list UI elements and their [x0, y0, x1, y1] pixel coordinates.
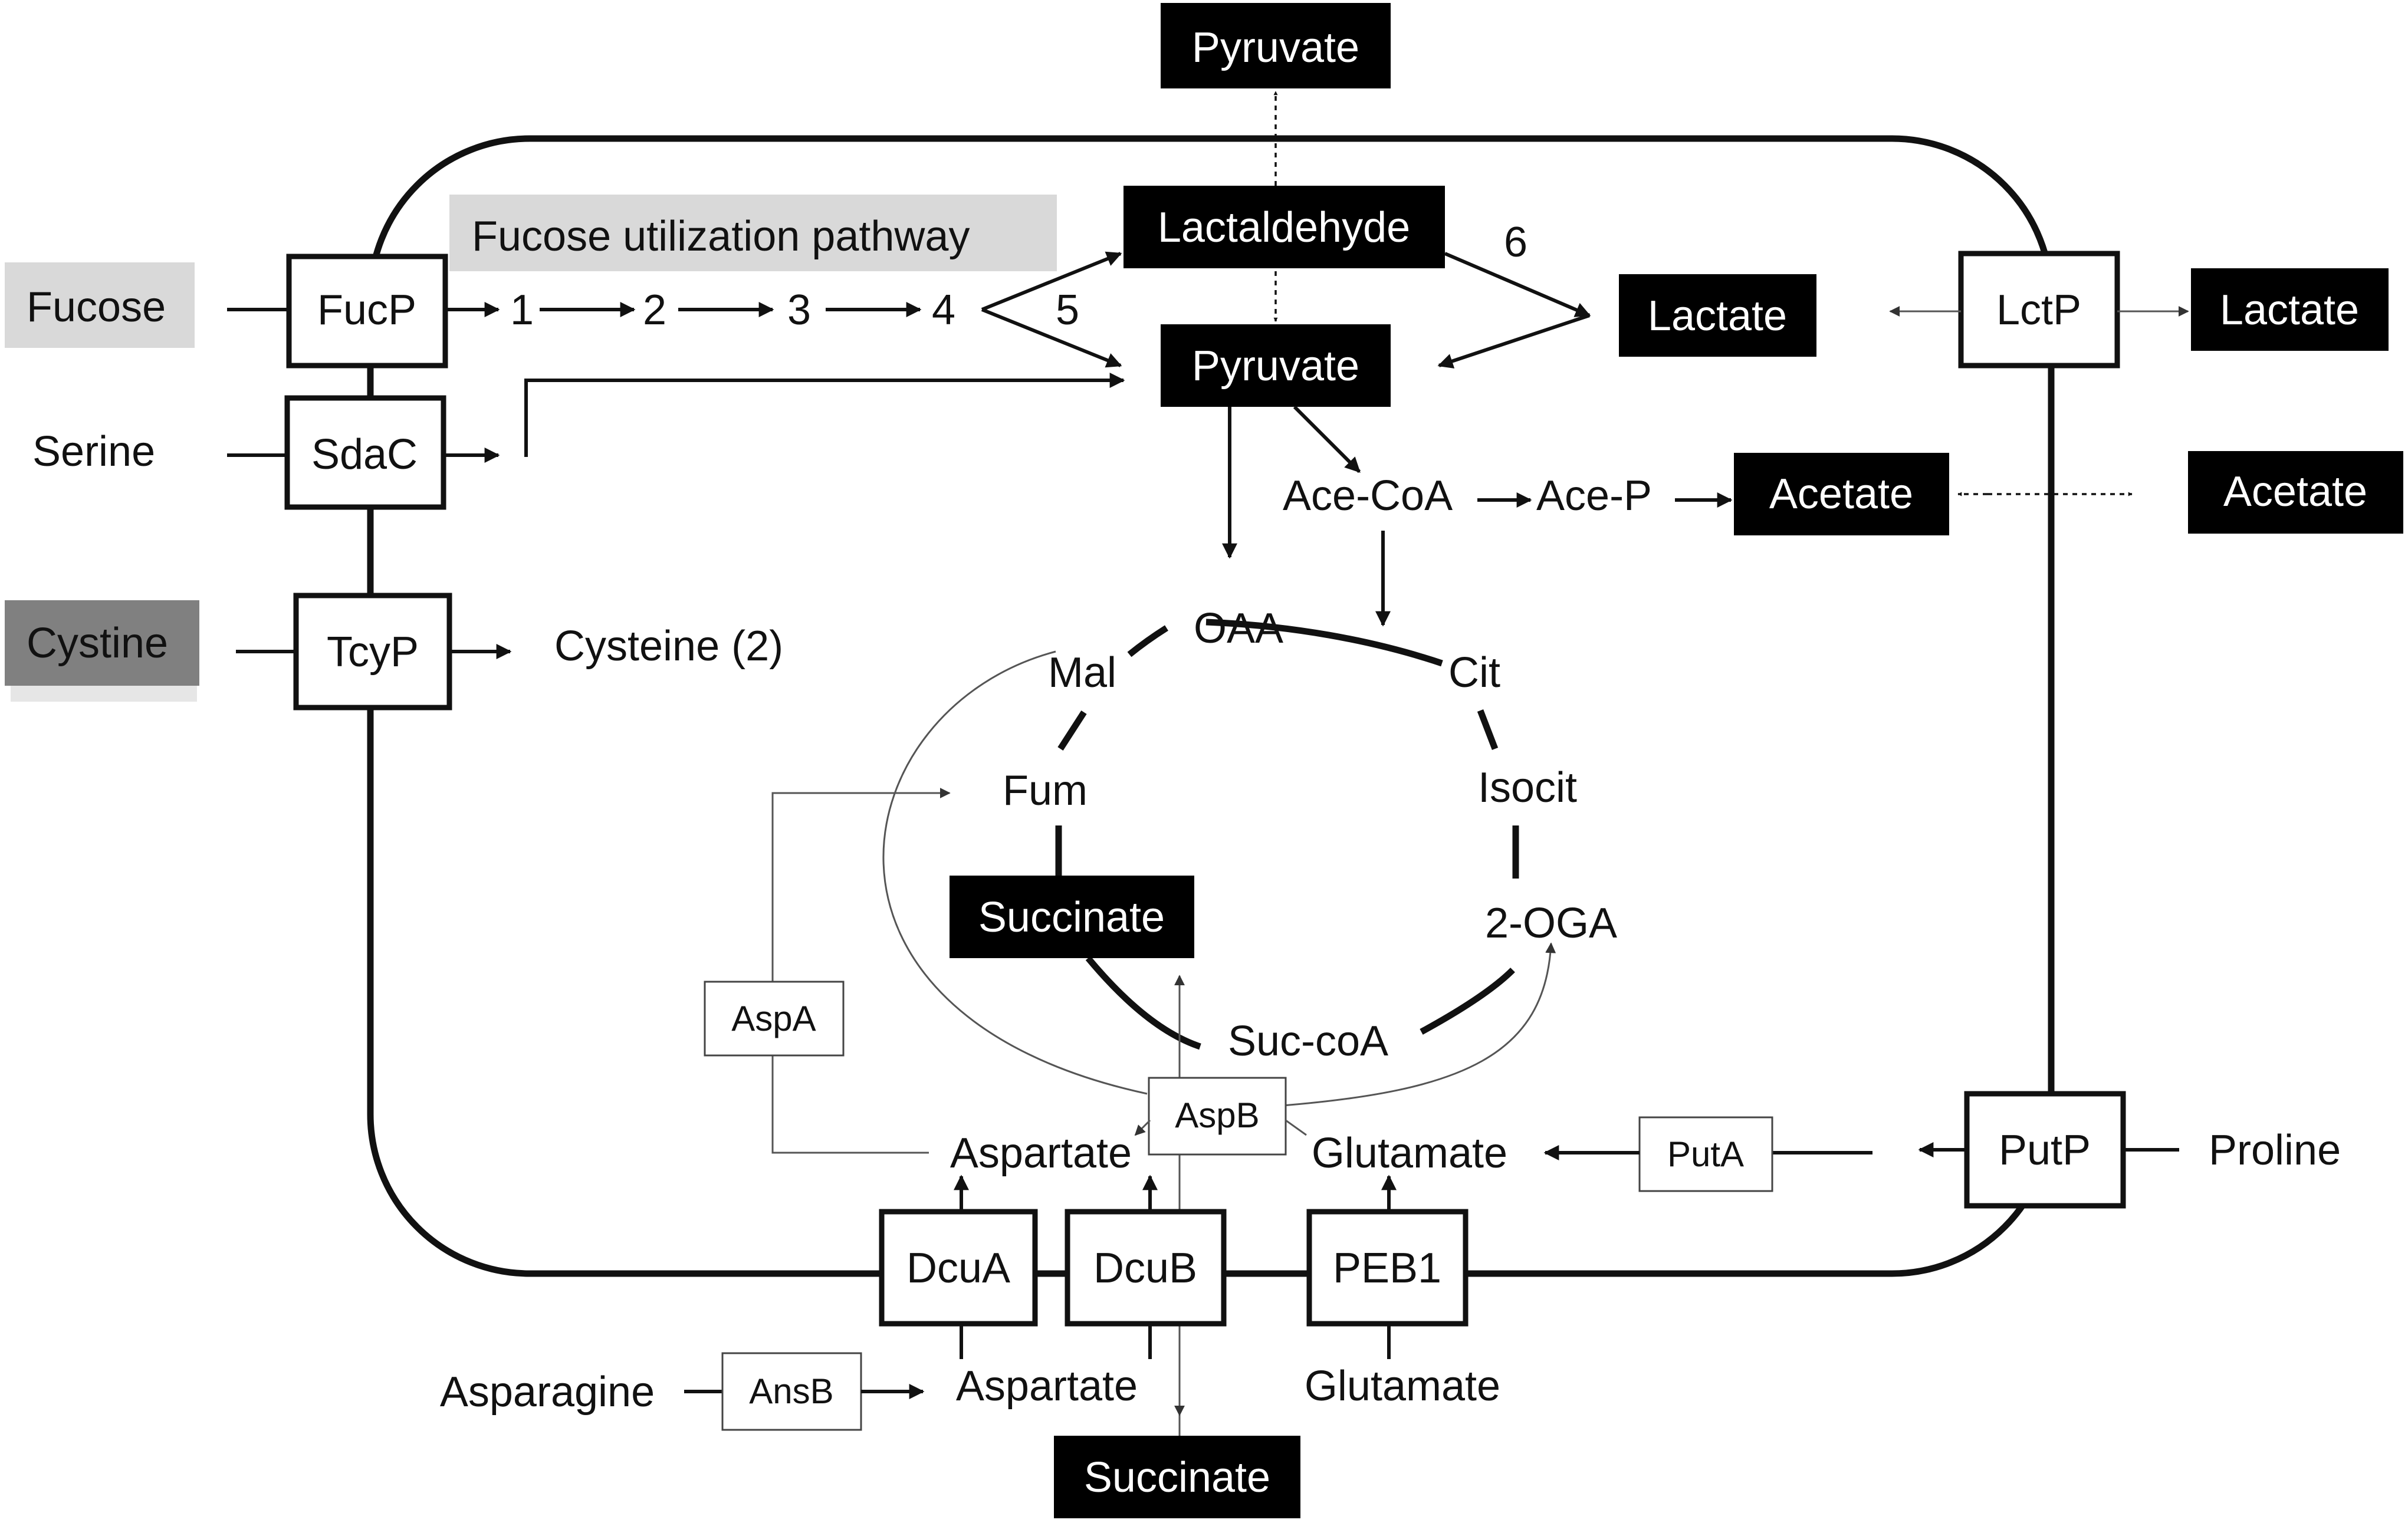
step-3: 3	[787, 287, 811, 334]
ansb-enzyme	[721, 1352, 862, 1431]
step-5: 5	[1056, 287, 1079, 334]
aspa-enzyme	[704, 981, 845, 1057]
lactaldehyde-box	[1123, 186, 1445, 268]
pyruvate-external-box	[1161, 3, 1391, 88]
tca-succinate-label: Succinate	[978, 894, 1165, 941]
fucose-label: Fucose	[27, 284, 166, 331]
dcua-label: DcuA	[906, 1245, 1010, 1292]
peb1-label: PEB1	[1333, 1245, 1441, 1292]
tca-isocit: Isocit	[1478, 764, 1577, 811]
lactate-internal-box	[1619, 274, 1816, 357]
puta-label: PutA	[1667, 1134, 1744, 1174]
fucose-pathway-label: Fucose utilization pathway	[472, 213, 970, 260]
serine-label: Serine	[32, 428, 155, 475]
acep-label: Ace-P	[1536, 472, 1652, 519]
aspa-label: AspA	[731, 999, 816, 1038]
tca-cit: Cit	[1448, 649, 1500, 696]
lctp-label: LctP	[1996, 287, 2081, 334]
dcub-label: DcuB	[1093, 1245, 1197, 1292]
lctp-transporter	[1958, 251, 2120, 369]
succinate-external-box	[1054, 1436, 1300, 1518]
cysteine-label: Cysteine (2)	[554, 623, 783, 670]
acecoa-label: Ace-CoA	[1283, 472, 1453, 519]
pyruvate-external-label: Pyruvate	[1192, 24, 1359, 71]
step-1: 1	[510, 287, 534, 334]
aspb-enzyme	[1148, 1077, 1287, 1156]
lactate-external-label: Lactate	[2220, 287, 2359, 334]
cystine-label: Cystine	[27, 620, 168, 667]
lactaldehyde-label: Lactaldehyde	[1158, 204, 1410, 251]
tca-succinate-box	[950, 876, 1194, 958]
sdac-label: SdaC	[311, 431, 418, 478]
succinate-external-label: Succinate	[1084, 1454, 1270, 1501]
glutamate-external-label: Glutamate	[1305, 1363, 1500, 1410]
pyruvate-internal-box	[1161, 324, 1391, 407]
lactate-external-box	[2191, 268, 2389, 351]
proline-label: Proline	[2209, 1127, 2341, 1174]
asparagine-label: Asparagine	[440, 1369, 655, 1416]
step-2: 2	[643, 287, 666, 334]
acetate-external-box	[2188, 451, 2403, 534]
aspb-label: AspB	[1175, 1096, 1259, 1135]
lactate-internal-label: Lactate	[1648, 292, 1787, 340]
tca-2oga: 2-OGA	[1485, 900, 1617, 947]
tca-mal: Mal	[1048, 649, 1116, 696]
step-4: 4	[932, 287, 955, 334]
aspartate-internal-label: Aspartate	[950, 1130, 1132, 1177]
step-6: 6	[1504, 219, 1527, 266]
sdac-transporter	[284, 395, 446, 510]
fucp-label: FucP	[317, 287, 416, 334]
dcub-transporter	[1065, 1209, 1227, 1327]
puta-enzyme	[1638, 1116, 1773, 1192]
acetate-internal-label: Acetate	[1769, 471, 1913, 518]
putp-label: PutP	[1999, 1127, 2091, 1174]
tcyp-label: TcyP	[327, 629, 419, 676]
pyruvate-internal-label: Pyruvate	[1192, 343, 1359, 390]
tca-cycle	[1055, 619, 1519, 1050]
acetate-external-label: Acetate	[2223, 468, 2367, 515]
tca-fum: Fum	[1003, 767, 1088, 814]
aspartate-external-label: Aspartate	[956, 1363, 1138, 1410]
putp-transporter	[1964, 1091, 2126, 1209]
ansb-label: AnsB	[749, 1371, 833, 1411]
glutamate-internal-label: Glutamate	[1312, 1130, 1507, 1177]
acetate-internal-box	[1734, 453, 1949, 535]
tca-succoa: Suc-coA	[1228, 1018, 1388, 1065]
dcua-transporter	[879, 1209, 1038, 1327]
fucose-pathway-highlight	[449, 195, 1057, 271]
cystine-highlight	[5, 600, 199, 686]
tca-oaa: OAA	[1194, 605, 1283, 652]
fucose-highlight	[5, 262, 195, 348]
